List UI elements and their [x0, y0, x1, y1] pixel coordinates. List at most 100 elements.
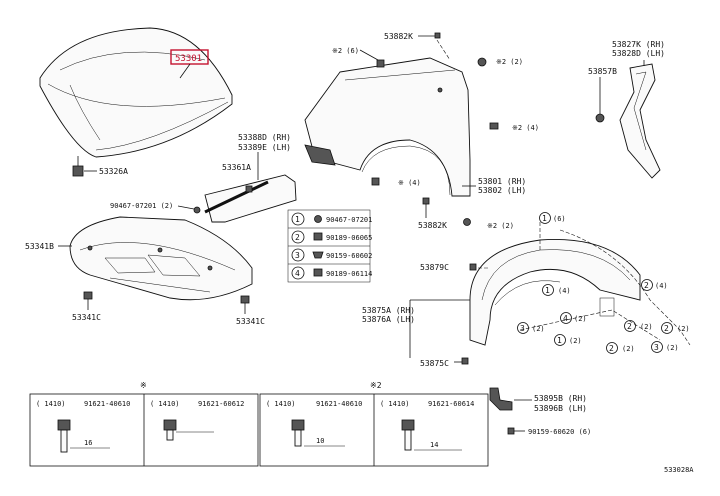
bolt-table [29, 393, 489, 467]
hood-support[interactable] [72, 156, 84, 177]
nut-icon [313, 232, 323, 241]
fender-top-callout[interactable]: 53882K [384, 32, 413, 41]
svg-text:1: 1 [557, 336, 562, 345]
legend-row-2[interactable]: 2 90189-06065 [291, 230, 372, 244]
svg-text:(2): (2) [622, 345, 635, 353]
fender-top-clip[interactable] [434, 32, 441, 39]
clip-qty-callout[interactable]: 90467-07201 (2) [110, 202, 173, 210]
svg-text:3: 3 [654, 343, 659, 352]
liner-ref-8[interactable]: 3 (2) [651, 341, 679, 353]
legend-row-4[interactable]: 4 90189-06114 [291, 266, 372, 280]
fender-right-ref[interactable]: ※2 (2) [496, 58, 523, 66]
svg-text:1: 1 [542, 214, 547, 223]
cover-clip-left[interactable] [83, 291, 93, 300]
bolt-cell-0[interactable]: ( 1410) 91621-40610 16 [36, 400, 130, 453]
cover-clip-right-callout[interactable]: 53341C [236, 317, 265, 326]
hood-support-callout[interactable]: 53326A [99, 167, 128, 176]
mudguard-screw[interactable] [507, 427, 515, 435]
svg-text:( 1410): ( 1410) [150, 400, 180, 408]
seal-right-clip[interactable] [595, 113, 605, 123]
mudguard-screw-callout[interactable]: 90159-60620 (6) [528, 428, 591, 436]
seal-right[interactable] [619, 63, 661, 179]
liner-clip-low-callout[interactable]: 53875C [420, 359, 449, 368]
svg-text:2: 2 [609, 344, 614, 353]
fender-low-bolt[interactable] [371, 177, 380, 186]
liner-clip-top[interactable] [469, 263, 477, 271]
legend-row-1[interactable]: 1 90467-07201 [291, 212, 372, 226]
fender-bracket-callout[interactable]: 53882K [418, 221, 447, 230]
fender-bracket[interactable] [422, 197, 430, 205]
fender-bracket-ref[interactable]: ※2 (2) [487, 222, 514, 230]
bolt-cell-3[interactable]: ( 1410) 91621-60614 14 [380, 400, 474, 451]
mudguard[interactable] [489, 387, 513, 411]
fender-mid-ref[interactable]: ※2 (4) [512, 124, 539, 132]
bolt-head-icon [291, 419, 305, 431]
bolt-cell-2[interactable]: ( 1410) 91621-40610 10 [266, 400, 362, 447]
fender-mid-bolt[interactable] [489, 122, 499, 130]
screw-icon [312, 251, 324, 259]
engine-cover[interactable] [69, 216, 253, 301]
fender-rh-callout[interactable]: 53801 (RH) [478, 177, 526, 186]
svg-text:1: 1 [545, 286, 550, 295]
fender[interactable] [304, 57, 471, 197]
legend-part-2: 90189-06065 [326, 234, 372, 242]
svg-text:(2): (2) [666, 344, 679, 352]
svg-text:( 1410): ( 1410) [266, 400, 296, 408]
hood[interactable] [39, 27, 233, 158]
svg-text:(2): (2) [677, 325, 690, 333]
liner-ref-0[interactable]: 1 (6) [539, 212, 566, 224]
liner-ref-1[interactable]: 2 (4) [641, 279, 668, 291]
fender-lh-callout[interactable]: 53802 (LH) [478, 186, 526, 195]
svg-text:16: 16 [84, 439, 92, 447]
group-mark-1: ※ [140, 381, 147, 390]
fender-bolt-top-ref[interactable]: ※2 (6) [332, 47, 359, 55]
liner-ref-9[interactable]: 2 (2) [661, 322, 690, 334]
hood-callout[interactable]: 53301 [175, 54, 202, 64]
svg-text:2: 2 [664, 324, 669, 333]
nut-icon [313, 268, 323, 277]
seal-right-clip-callout[interactable]: 53857B [588, 67, 617, 76]
legend-row-3[interactable]: 3 90159-60602 [291, 248, 372, 262]
legend-part-3: 90159-60602 [326, 252, 372, 260]
liner-ref-3[interactable]: 3 (2) [517, 322, 545, 334]
svg-text:91621-60614: 91621-60614 [428, 400, 474, 408]
seal-right-rh-callout[interactable]: 53827K (RH) [612, 40, 665, 49]
bolt-head-icon [401, 419, 415, 431]
hood-seal-rh-callout[interactable]: 53388D (RH) [238, 133, 291, 142]
svg-text:(2): (2) [640, 323, 653, 331]
liner-ref-2[interactable]: 1 (4) [542, 284, 571, 296]
liner-ref-4[interactable]: 4 (2) [560, 312, 587, 324]
fender-low-ref[interactable]: ※ (4) [398, 179, 421, 187]
fender-top-bolt[interactable] [376, 59, 385, 68]
legend-num-2: 2 [295, 233, 300, 242]
seal-retainer-callout[interactable]: 53361A [222, 163, 251, 172]
svg-text:14: 14 [430, 441, 438, 449]
fender-right-bolt[interactable] [477, 57, 487, 67]
mudguard-rh-callout[interactable]: 53895B (RH) [534, 394, 587, 403]
clip-under[interactable] [193, 206, 201, 214]
fender-bracket-bolt[interactable] [463, 218, 471, 226]
legend-part-1: 90467-07201 [326, 216, 372, 224]
legend-part-4: 90189-06114 [326, 270, 372, 278]
mudguard-lh-callout[interactable]: 53896B (LH) [534, 404, 587, 413]
liner-ref-6[interactable]: 1 (2) [554, 334, 582, 346]
wheel-liner[interactable] [469, 239, 641, 346]
svg-text:91621-40610: 91621-40610 [316, 400, 362, 408]
svg-text:(4): (4) [655, 282, 668, 290]
svg-text:( 1410): ( 1410) [36, 400, 66, 408]
liner-clip-low[interactable] [461, 357, 469, 365]
cover-clip-right[interactable] [240, 295, 250, 304]
engine-cover-callout[interactable]: 53341B [25, 242, 54, 251]
seal-right-lh-callout[interactable]: 53828D (LH) [612, 49, 665, 58]
liner-lh-callout[interactable]: 53876A (LH) [362, 315, 415, 324]
bolt-head-icon [163, 419, 177, 431]
bolt-cell-1[interactable]: ( 1410) 91621-60612 [150, 400, 244, 441]
cover-clip-left-callout[interactable]: 53341C [72, 313, 101, 322]
liner-clip-top-callout[interactable]: 53879C [420, 263, 449, 272]
liner-rh-callout[interactable]: 53875A (RH) [362, 306, 415, 315]
hood-seal-lh-callout[interactable]: 53389E (LH) [238, 143, 291, 152]
liner-ref-7[interactable]: 2 (2) [606, 342, 635, 354]
liner-ref-5[interactable]: 2 (2) [624, 320, 653, 332]
hood-seal[interactable] [204, 174, 297, 223]
